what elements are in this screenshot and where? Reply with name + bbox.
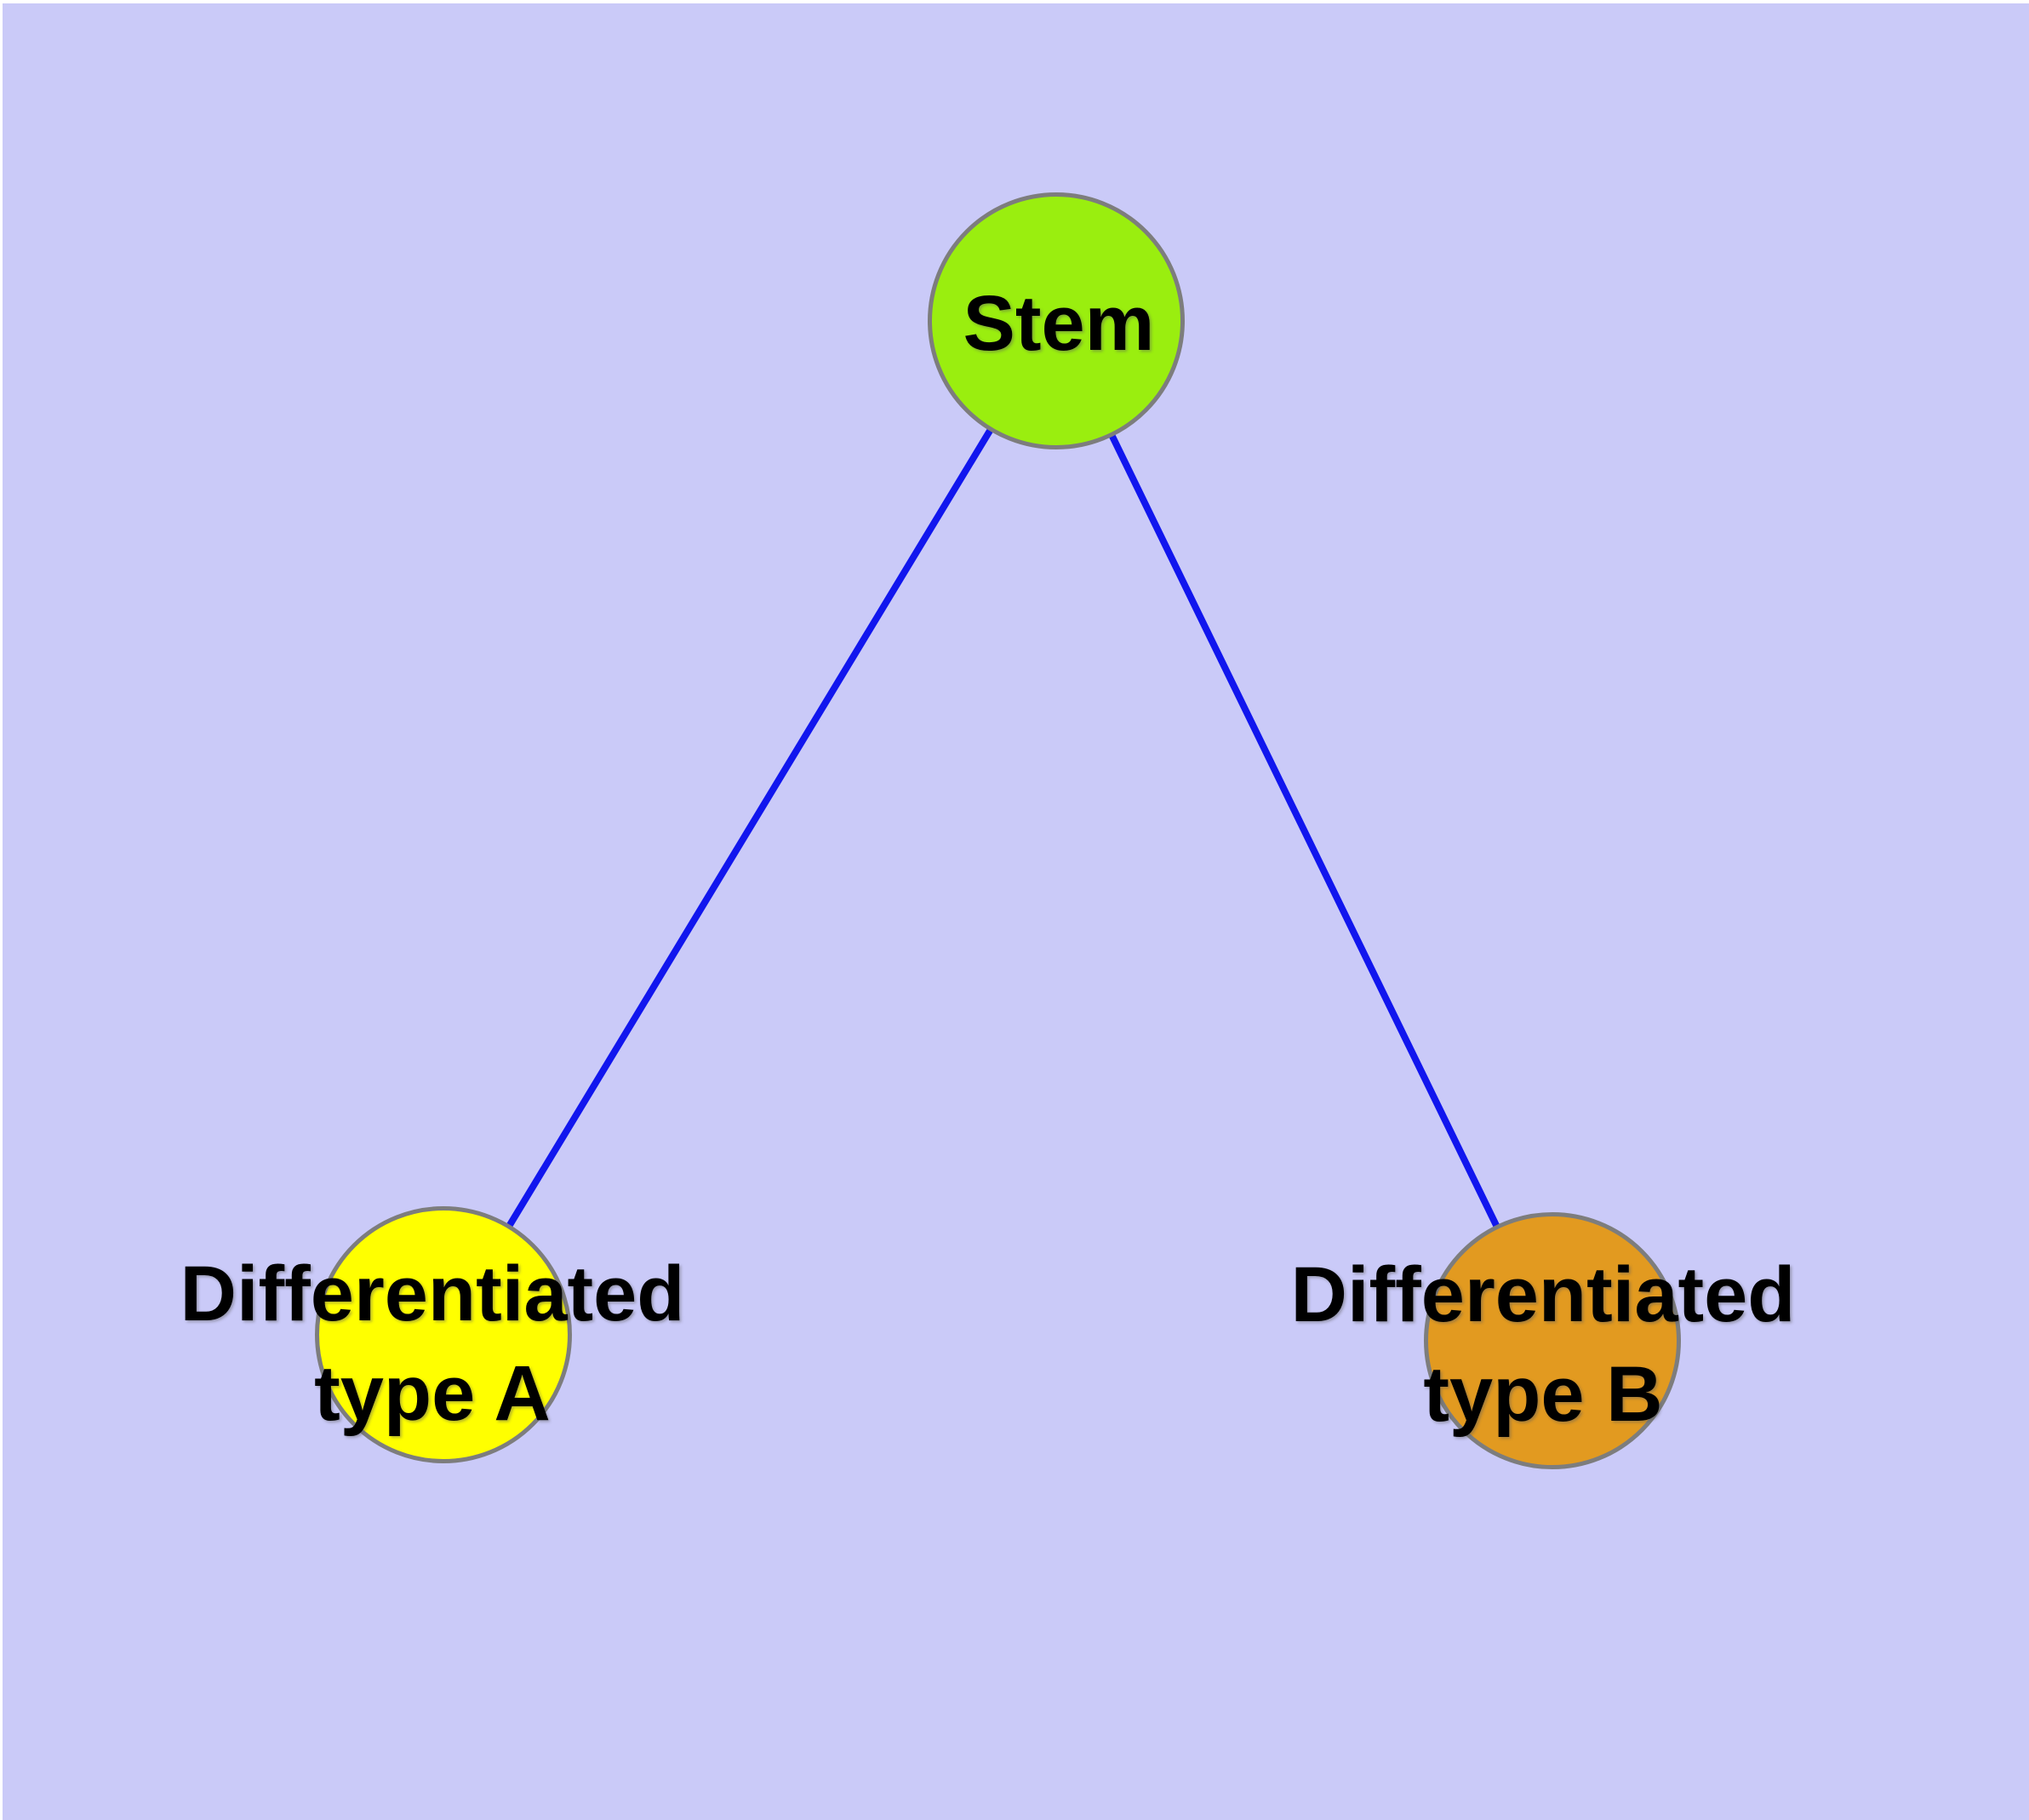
label-line: type B	[1423, 1351, 1663, 1438]
label-line: Stem	[963, 280, 1155, 367]
edge-stem-typeB	[1053, 319, 1556, 1342]
node-differentiated-type-b-label: Differentiated type B	[1291, 1245, 1796, 1445]
edges-layer	[440, 318, 1556, 1342]
label-line: type A	[314, 1350, 551, 1437]
edge-stem-typeA	[440, 318, 1060, 1337]
node-differentiated-type-a-circle	[315, 1206, 572, 1463]
node-differentiated-type-b-circle	[1424, 1212, 1681, 1469]
node-stem-label: Stem	[963, 274, 1155, 374]
label-line: Differentiated	[180, 1251, 685, 1337]
node-differentiated-type-a-label: Differentiated type A	[180, 1245, 685, 1444]
label-line: Differentiated	[1290, 1251, 1796, 1338]
node-stem-circle	[928, 192, 1185, 449]
